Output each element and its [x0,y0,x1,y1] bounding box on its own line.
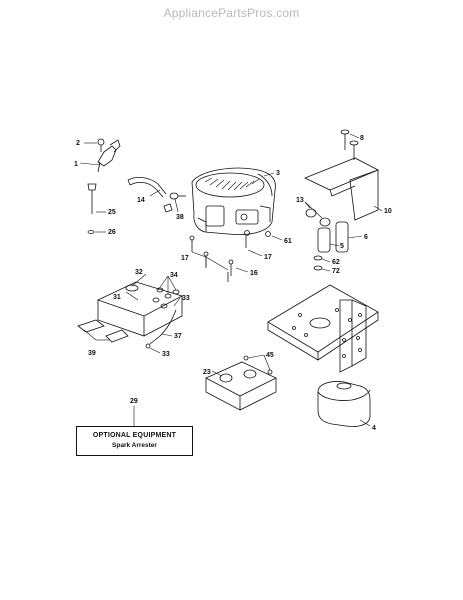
part-label: 6 [364,234,368,241]
part-label: 37 [174,333,182,340]
callout-title: OPTIONAL EQUIPMENT [92,432,177,439]
part-label: 26 [108,229,116,236]
mounting-plate-drawing [267,284,379,373]
part-label: 34 [170,272,178,279]
part-label: 16 [250,270,258,277]
part-label: 1 [74,161,78,168]
part-label: 29 [130,398,138,405]
part-label: 39 [88,350,96,357]
part-label: 38 [176,214,184,221]
washer-61-drawing [265,231,271,237]
part-label: 17 [181,255,189,262]
part-label: 33 [162,351,170,358]
callout-subtitle: Spark Arrester [112,442,157,449]
engine-bolts-drawing [189,235,247,282]
rods-drawing [317,221,349,253]
throttle-bracket-drawing [97,138,121,173]
part-label: 61 [284,238,292,245]
spacers-13-drawing [305,208,331,227]
caps-drawing [125,284,180,309]
part-label: 33 [182,295,190,302]
part-label: 4 [372,425,376,432]
fuel-hose-drawing [127,176,167,198]
muffler-drawing [317,381,371,427]
part-label: 45 [266,352,274,359]
bolt-drawing [87,183,97,234]
part-label: 8 [360,135,364,142]
part-label: 25 [108,209,116,216]
part-label: 23 [203,369,211,376]
engine-drawing [191,167,276,236]
part-label: 2 [76,140,80,147]
part-labels: 2 1 25 26 14 38 3 8 10 13 6 5 61 17 17 1… [74,135,392,432]
part-label: 17 [264,254,272,261]
watermark: AppliancePartsPros.com [163,6,300,20]
leader-lines [79,133,383,427]
part-label: 3 [276,170,280,177]
part-label: 5 [340,243,344,250]
wire-drawing [145,309,177,349]
part-label: 31 [113,294,121,301]
bracket-arm-10-drawing [304,157,379,221]
fitting-drawing [163,192,186,213]
part-label: 32 [135,269,143,276]
part-label: 13 [296,197,304,204]
part-label: 72 [332,268,340,275]
part-label: 62 [332,259,340,266]
part-label: 14 [137,197,145,204]
bolts-8-drawing [340,129,359,160]
heat-shield-drawing [205,355,277,411]
small-parts-62-72-drawing [313,255,323,271]
part-label: 10 [384,208,392,215]
optional-equipment-callout: OPTIONAL EQUIPMENT Spark Arrester [76,426,193,456]
